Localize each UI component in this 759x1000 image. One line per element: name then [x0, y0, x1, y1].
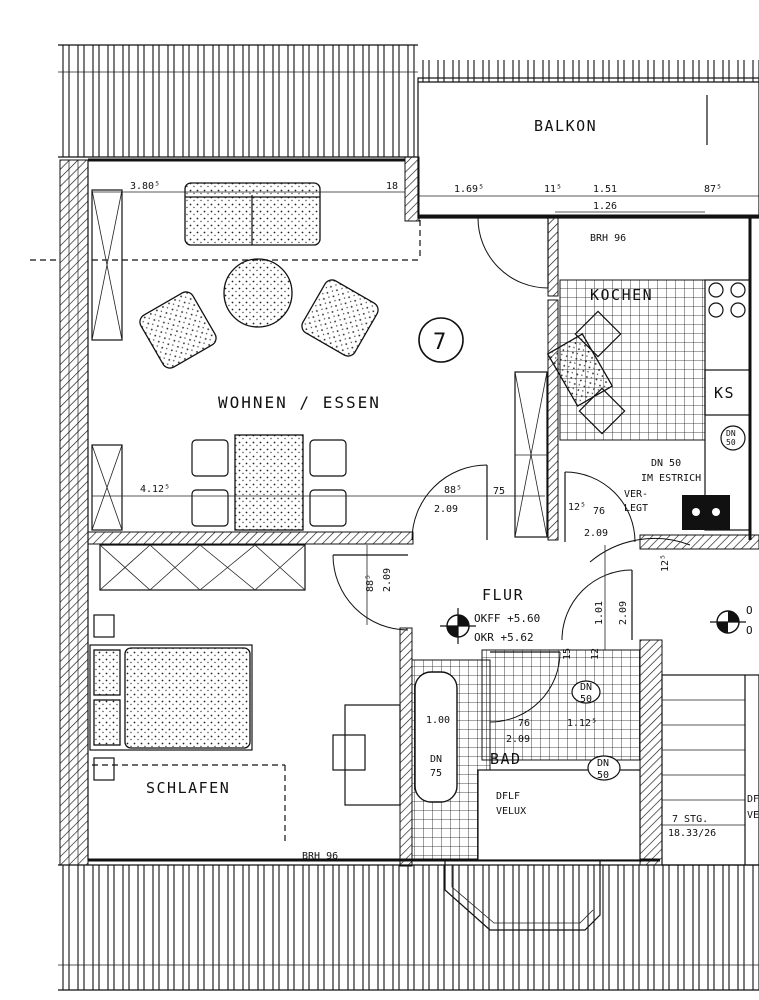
dim-flur-101: 1.01	[594, 601, 605, 625]
roof-rafters-top	[58, 44, 418, 158]
dim-kitchen-76: 76	[593, 506, 605, 517]
bed	[89, 614, 253, 781]
room-label-kochen: KOCHEN	[590, 286, 653, 304]
dining-table	[191, 434, 347, 531]
annotation-dn-k-2: 50	[726, 438, 736, 447]
annotation-dn-k-1: DN	[726, 429, 736, 438]
stairs	[661, 674, 759, 866]
annotation-dn-sink-2: 50	[580, 694, 592, 705]
unit-number: 7	[433, 330, 446, 355]
dim-kitchen-209: 2.09	[584, 528, 608, 539]
dim-flur-209-r: 2.09	[618, 601, 629, 625]
dim-door-885: 88⁵	[444, 485, 462, 496]
level-marker-right	[710, 610, 746, 634]
armchair-right	[301, 279, 379, 357]
dim-kitchen-125: 12⁵	[568, 502, 586, 513]
armchair-left	[139, 291, 217, 369]
annotation-dn-sink-1: DN	[580, 682, 592, 693]
dim-bath-100: 1.00	[426, 715, 450, 726]
desk	[332, 704, 401, 806]
annotation-edge-ve: VE	[747, 810, 759, 821]
dim-bath-15: 15	[562, 648, 573, 660]
room-label-balkon: BALKON	[534, 117, 597, 135]
annotation-verlegt-2: LEGT	[624, 503, 648, 514]
kitchen-counter	[546, 279, 751, 531]
annotation-verlegt-1: VER-	[624, 489, 648, 500]
kitchen-cabinet	[514, 371, 548, 538]
skylight	[444, 860, 601, 931]
round-table	[223, 258, 293, 328]
dim-flur-885: 88⁵	[365, 574, 376, 592]
dim-brh-schlafen: BRH 96	[302, 851, 338, 862]
window-boxes-left	[91, 189, 123, 531]
annotation-velux-2: VELUX	[496, 806, 526, 817]
bathroom-fixtures	[411, 649, 641, 861]
dim-brh-kitchen: BRH 96	[590, 233, 626, 244]
level-marker	[440, 608, 476, 644]
annotation-stairs-2: 18.33/26	[668, 828, 716, 839]
wardrobe	[99, 544, 306, 591]
annotation-edge-o2: O	[746, 624, 753, 637]
room-label-bad: BAD	[490, 750, 522, 768]
annotation-edge-df: DF	[747, 794, 759, 805]
sofa	[184, 182, 321, 246]
fridge-label: KS	[714, 384, 735, 402]
annotation-okff: OKFF +5.60	[474, 612, 540, 625]
dim-bath-209: 2.09	[506, 734, 530, 745]
drain-k	[720, 425, 746, 451]
dim-flur-12: 12⁵	[660, 554, 671, 572]
dim-flur-209-v: 2.09	[382, 568, 393, 592]
dim-balkon-151: 1.51	[593, 184, 617, 195]
dim-bath-76: 76	[518, 718, 530, 729]
unit-number-circle	[418, 317, 464, 363]
annotation-dn-wash-2: 50	[597, 770, 609, 781]
doors	[332, 217, 691, 723]
annotation-stairs-1: 7 STG.	[672, 814, 708, 825]
annotation-dn-estrich: IM ESTRICH	[641, 473, 701, 484]
dim-bath-12: 12	[590, 648, 601, 660]
dim-balkon-126: 1.26	[593, 201, 617, 212]
annotation-edge-o1: O	[746, 604, 753, 617]
dim-door-209: 2.09	[434, 504, 458, 515]
annotation-dn-wc-1: DN	[430, 754, 442, 765]
annotation-dn-wash-1: DN	[597, 758, 609, 769]
dim-balkon-11: 11⁵	[544, 184, 562, 195]
dim-balkon-87: 87⁵	[704, 184, 722, 195]
room-label-wohnen: WOHNEN / ESSEN	[218, 393, 381, 412]
dim-wohnen-412: 4.12⁵	[140, 484, 170, 495]
dim-top-18: 18	[386, 181, 398, 192]
dim-top-left: 3.80⁵	[130, 181, 160, 192]
dim-door-75: 75	[493, 486, 505, 497]
dim-balkon-169: 1.69⁵	[454, 184, 484, 195]
dim-bath-1125: 1.12⁵	[567, 718, 597, 729]
annotation-dn-wc-2: 75	[430, 768, 442, 779]
roof-rafters-bottom	[58, 864, 759, 991]
dimension-lines	[92, 191, 759, 650]
balcony	[417, 60, 759, 219]
annotation-dn-heading: DN 50	[651, 458, 681, 469]
annotation-velux-1: DFLF	[496, 791, 520, 802]
room-label-flur: FLUR	[482, 586, 524, 604]
room-label-schlafen: SCHLAFEN	[146, 779, 230, 797]
wall-left-outer	[59, 159, 89, 866]
annotation-okr: OKR +5.62	[474, 631, 534, 644]
